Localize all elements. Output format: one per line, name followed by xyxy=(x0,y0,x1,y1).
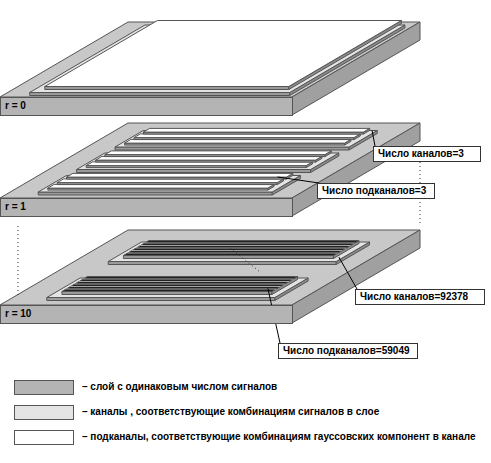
callout-box: Число подканалов=3 xyxy=(317,183,435,199)
channel xyxy=(115,131,377,148)
subchannel xyxy=(45,21,402,87)
legend-text: – каналы , соответствующие комбинациям с… xyxy=(82,406,477,418)
leader-line xyxy=(278,177,319,183)
callout-label: Число подканалов=3 xyxy=(322,185,426,197)
subchannel-divider xyxy=(145,243,355,244)
layer-slab: r = 10 xyxy=(0,305,293,324)
subchannel-divider xyxy=(136,248,346,249)
subchannel-divider xyxy=(66,289,276,290)
continuation-dots xyxy=(18,226,19,298)
layer-label: r = 10 xyxy=(5,308,31,320)
callout-label: Число каналов=3 xyxy=(378,148,464,160)
layer-label: r = 1 xyxy=(5,201,26,213)
legend-swatch xyxy=(14,405,74,420)
layer-label: r = 0 xyxy=(5,100,26,112)
subchannel-divider xyxy=(128,253,338,254)
layer-slab: r = 1 xyxy=(0,198,293,217)
subchannel xyxy=(67,173,293,177)
subchannel-divider xyxy=(132,250,342,251)
callout-box: Число подканалов=59049 xyxy=(278,343,418,359)
subchannel xyxy=(105,151,331,155)
subchannel-dense xyxy=(123,241,359,256)
subchannel-divider xyxy=(83,279,293,280)
subchannel-divider xyxy=(75,284,285,285)
layer-slab: r = 0 xyxy=(0,97,293,116)
callout-box: Число каналов=3 xyxy=(373,146,481,162)
callout-label: Число каналов=92378 xyxy=(360,291,468,303)
subchannel-dense xyxy=(62,277,298,292)
callout-box: Число каналов=92378 xyxy=(355,289,485,305)
subchannel-divider xyxy=(79,281,289,282)
subchannel-divider xyxy=(140,245,350,246)
callout-label: Число подканалов=59049 xyxy=(283,345,410,357)
channel xyxy=(77,153,339,170)
leader-line xyxy=(372,131,375,147)
legend-text: – подканалы, соответствующие комбинациям… xyxy=(82,431,477,443)
continuation-dots xyxy=(230,248,260,272)
legend-swatch xyxy=(14,380,74,395)
subchannel xyxy=(143,128,369,132)
legend-swatch xyxy=(14,430,74,445)
legend-text: – слой с одинаковым числом сигналов xyxy=(82,381,477,393)
subchannel-divider xyxy=(70,286,280,287)
leader-line xyxy=(339,257,357,289)
channel xyxy=(38,176,300,193)
